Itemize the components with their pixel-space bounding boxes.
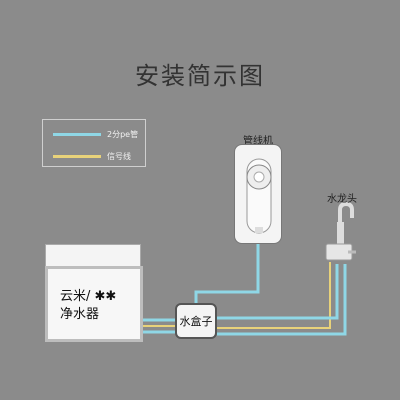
legend: 2分pe管 信号线 <box>42 119 146 167</box>
page-title: 安装简示图 <box>135 62 265 90</box>
signal-wire <box>143 262 331 329</box>
water-box-label: 水盒子 <box>179 315 213 328</box>
faucet-icon <box>325 201 356 261</box>
pe-pipe-to-faucet <box>217 264 339 320</box>
pe-pipe-swatch <box>53 133 101 136</box>
pipeline-machine-icon <box>246 158 272 234</box>
purifier-label: 云米/ ✱✱ 净水器 <box>60 288 116 324</box>
purifier-label-line2: 净水器 <box>60 307 100 322</box>
purifier-lid <box>45 244 141 268</box>
pe-pipe-lower <box>143 264 347 336</box>
faucet-label: 水龙头 <box>327 194 357 205</box>
legend-item-signal-wire: 信号线 <box>53 151 131 162</box>
water-purifier <box>45 266 143 342</box>
pipeline-machine-label: 管线机 <box>243 136 273 147</box>
legend-item-pe-pipe: 2分pe管 <box>53 129 138 140</box>
pipeline-machine <box>234 144 282 244</box>
signal-wire-swatch <box>53 155 101 158</box>
pe-pipe-to-device <box>194 244 260 303</box>
purifier-label-line1: 云米/ ✱✱ <box>60 289 117 304</box>
water-box: 水盒子 <box>175 303 217 339</box>
legend-label-signal-wire: 信号线 <box>107 152 131 161</box>
legend-label-pe-pipe: 2分pe管 <box>107 130 139 139</box>
